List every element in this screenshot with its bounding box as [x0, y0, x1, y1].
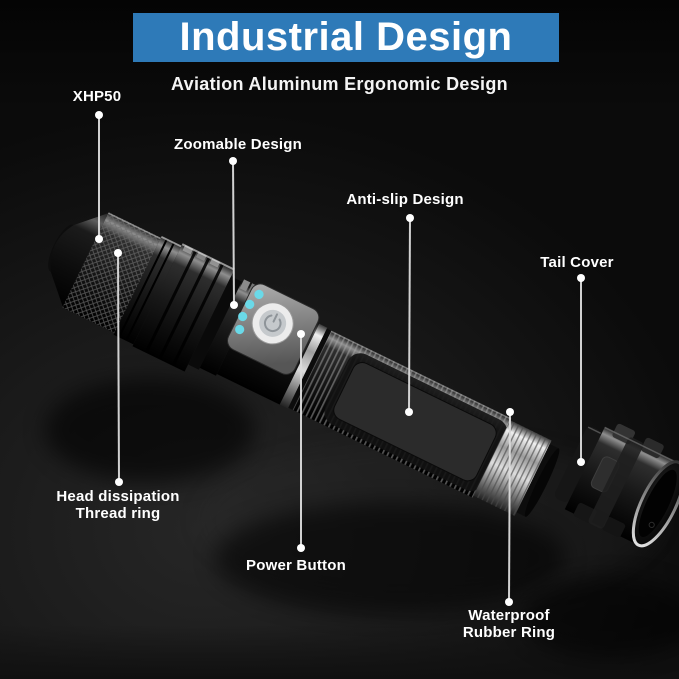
- callout-label-head-dissipation-line1: Head dissipation: [56, 488, 180, 505]
- led-indicator-dots: [235, 289, 264, 335]
- body-tube: [292, 330, 512, 498]
- page-title: Industrial Design: [179, 15, 513, 59]
- callout-label-waterproof-line1: Waterproof: [468, 607, 550, 624]
- banner: Industrial Design: [133, 13, 559, 62]
- callout-line-head-dissipation: [117, 252, 120, 483]
- page-subtitle: Aviation Aluminum Ergonomic Design: [171, 74, 508, 94]
- tail-cap: [555, 423, 679, 548]
- power-icon: [263, 313, 282, 333]
- callout-label-power-button: Power Button: [246, 557, 346, 574]
- callout-line-zoomable: [232, 160, 235, 306]
- callout-label-waterproof: Waterproof Rubber Ring: [463, 607, 555, 641]
- anti-slip-panel: [333, 362, 497, 482]
- callout-line-antislip: [408, 217, 411, 413]
- switch-module: [216, 283, 332, 410]
- callout-lines: [98, 115, 582, 603]
- callout-label-xhp50: XHP50: [72, 88, 122, 105]
- thread-section: [473, 420, 560, 517]
- flashlight-head: [48, 212, 259, 376]
- lanyard-hole: [648, 521, 655, 528]
- callout-dots: [95, 111, 585, 606]
- head-dissipation-band: [132, 243, 235, 372]
- callout-label-head-dissipation-line2: Thread ring: [75, 505, 161, 522]
- flashlight: [48, 212, 679, 548]
- callout-label-zoomable: Zoomable Design: [173, 136, 303, 153]
- callout-label-waterproof-line2: Rubber Ring: [462, 624, 556, 641]
- callout-label-head-dissipation: Head dissipation Thread ring: [56, 488, 179, 522]
- callout-label-tail-cover: Tail Cover: [540, 254, 614, 271]
- callout-label-antislip: Anti-slip Design: [346, 191, 464, 208]
- power-button: [251, 302, 294, 345]
- callout-line-waterproof: [508, 411, 511, 603]
- knurled-ring: [62, 212, 161, 333]
